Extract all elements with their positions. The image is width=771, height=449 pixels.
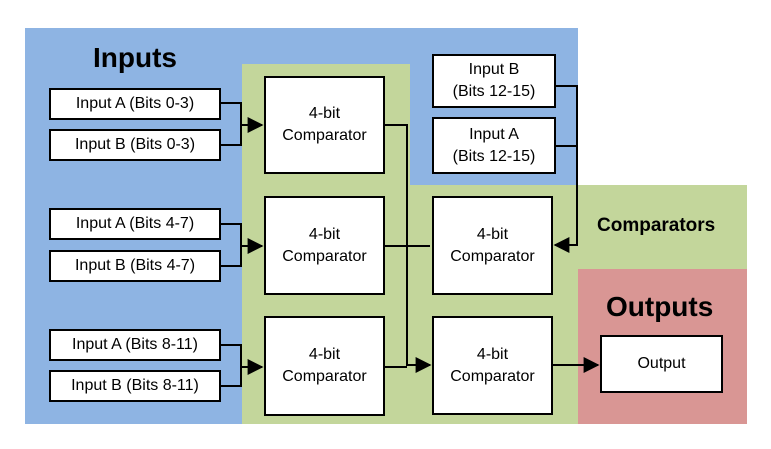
input-b-bits-8-11: Input B (Bits 8-11) — [49, 370, 221, 402]
wire-b4-7 — [221, 246, 242, 267]
comparator-3: 4-bit Comparator — [264, 316, 385, 416]
wire-a0-3 — [221, 102, 264, 133]
output-box: Output — [600, 335, 723, 393]
input-a-bits-4-7: Input A (Bits 4-7) — [49, 208, 221, 240]
comparators-section-label: Comparators — [597, 215, 716, 236]
wire-b8-11 — [221, 367, 242, 387]
input-b-bits-4-7: Input B (Bits 4-7) — [49, 250, 221, 282]
input-b-bits-12-15: Input B (Bits 12-15) — [432, 54, 556, 108]
outputs-section-label: Outputs — [606, 291, 714, 322]
comparators-region-right — [578, 185, 747, 269]
comparator-1: 4-bit Comparator — [264, 76, 385, 174]
input-a-bits-12-15: Input A (Bits 12-15) — [432, 117, 556, 174]
comparator-2: 4-bit Comparator — [264, 196, 385, 295]
wire-a4-7 — [221, 223, 264, 254]
wire-b12-15 — [553, 85, 578, 253]
input-b-bits-0-3: Input B (Bits 0-3) — [49, 129, 221, 161]
inputs-section-label: Inputs — [93, 42, 177, 73]
wire-b0-3 — [221, 125, 242, 146]
input-a-bits-8-11: Input A (Bits 8-11) — [49, 329, 221, 361]
wire-a8-11 — [221, 344, 264, 375]
comparator-5: 4-bit Comparator — [432, 316, 553, 415]
comparator-4: 4-bit Comparator — [432, 196, 553, 295]
input-a-bits-0-3: Input A (Bits 0-3) — [49, 88, 221, 120]
